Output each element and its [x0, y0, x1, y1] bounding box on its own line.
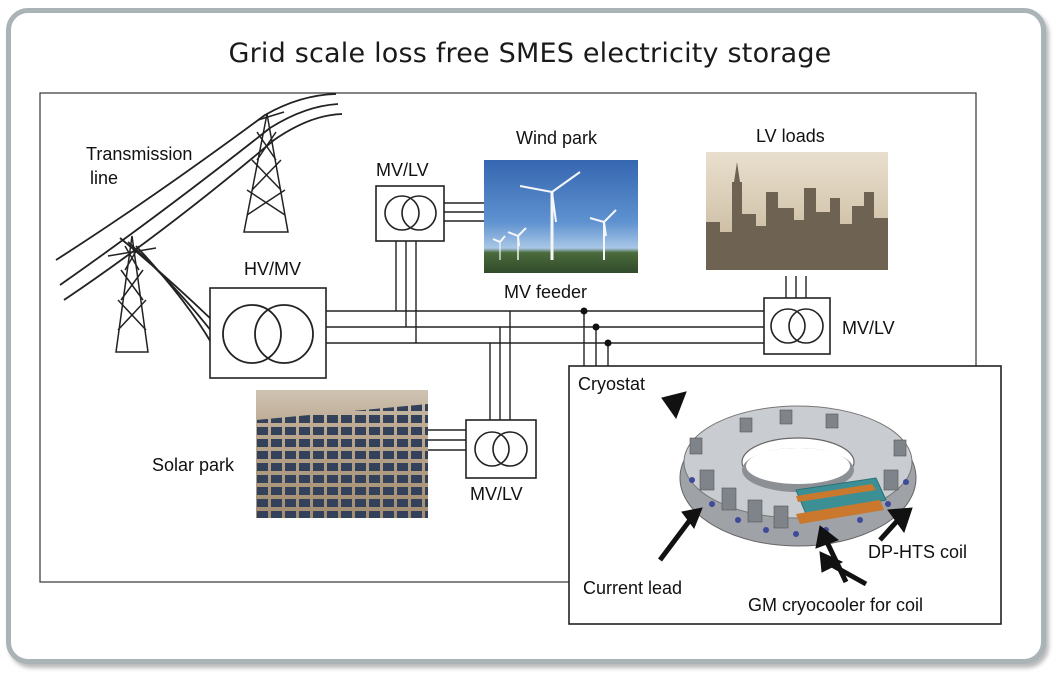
gm-cryocooler-arrow-icon: [819, 551, 844, 573]
dp-hts-arrow-icon: [887, 507, 913, 534]
wind-park-label: Wind park: [516, 128, 598, 148]
figure-title: Grid scale loss free SMES electricity st…: [228, 38, 832, 69]
mv-lv-transformer-bottom-icon: [465, 419, 537, 479]
current-lead-arrow-icon: [681, 507, 703, 530]
lv-loads-label: LV loads: [756, 126, 825, 146]
tower-icon: [107, 235, 157, 353]
annotation-arrows: [658, 391, 913, 587]
solar-panels-icon: [256, 404, 428, 518]
diagram-border: [39, 92, 977, 583]
mv-lv-right-label: MV/LV: [842, 318, 895, 338]
hv-mv-label: HV/MV: [244, 259, 302, 279]
transmission-line-wires: [55, 93, 343, 345]
bus-tap-dots: [580, 307, 612, 347]
hv-mv-transformer-icon: [209, 287, 327, 379]
wind-park-photo: [484, 160, 638, 273]
transmission-line-label-2: line: [90, 168, 119, 188]
gm-cryocooler-label: GM cryocooler for coil: [748, 595, 924, 615]
tower-icon: [243, 111, 289, 233]
mv-lv-bottom-label: MV/LV: [470, 484, 523, 504]
lv-loads-city-photo: [706, 152, 888, 270]
cryostat-label: Cryostat: [578, 374, 646, 394]
mv-lv-transformer-right-icon: [763, 297, 831, 355]
mv-feeder-label: MV feeder: [504, 282, 588, 302]
city-skyline-icon: [706, 162, 888, 270]
transmission-line-label-1: Transmission: [86, 144, 193, 164]
wind-turbines-icon: [492, 171, 617, 260]
cryostat-arrow-icon: [661, 391, 687, 420]
mv-lv-transformer-top-icon: [375, 185, 445, 242]
dp-hts-coil-label: DP-HTS coil: [868, 542, 968, 562]
current-lead-label: Current lead: [583, 578, 683, 598]
mv-lv-top-label: MV/LV: [376, 160, 429, 180]
solar-park-photo: [256, 390, 428, 518]
smes-torus-icon: [679, 405, 917, 547]
solar-park-label: Solar park: [152, 455, 235, 475]
